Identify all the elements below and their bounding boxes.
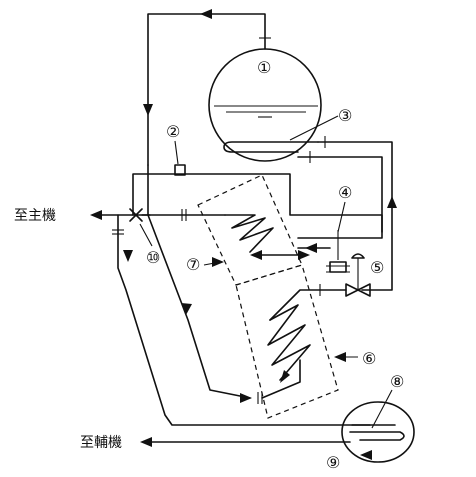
evaporator-outlet	[261, 359, 301, 399]
drum-to-control-pipe	[297, 156, 383, 239]
drum-coil	[223, 141, 319, 153]
marker-5: ⑤	[370, 258, 384, 277]
leader-8	[371, 389, 393, 429]
marker-2: ②	[166, 122, 180, 141]
marker-7: ⑦	[186, 255, 200, 274]
to-main-engine-label: 至主機	[14, 208, 56, 224]
control-valve	[351, 253, 365, 259]
leader-2	[174, 140, 179, 165]
evaporator-coil	[267, 304, 311, 381]
flow-arrow	[250, 250, 262, 260]
strainer	[329, 261, 347, 273]
flow-arrow	[240, 393, 252, 403]
flow-arrow	[90, 210, 102, 220]
flow-arrow	[123, 250, 133, 262]
heater	[341, 401, 415, 463]
coil-return-pipe	[317, 141, 393, 291]
marker-9: ⑨	[326, 453, 340, 472]
flow-arrow	[143, 104, 153, 116]
leader-3	[289, 115, 339, 141]
flow-arrow	[280, 370, 290, 383]
flow-arrow	[360, 450, 372, 460]
flow-arrow	[200, 9, 212, 19]
leader-10	[139, 223, 153, 247]
marker-4: ④	[338, 183, 352, 202]
marker-10: ⑩	[146, 248, 160, 267]
leader-4	[337, 201, 346, 233]
marker-6: ⑥	[362, 349, 376, 368]
sensor-box	[174, 164, 186, 176]
to-aux-engine-label: 至輔機	[80, 435, 122, 451]
flow-arrow	[305, 243, 317, 253]
superheater-coil-upper	[224, 214, 274, 253]
evaporator-enclosure	[235, 264, 339, 419]
marker-8: ⑧	[390, 372, 404, 391]
superheater-enclosure	[197, 174, 303, 286]
flow-arrow	[298, 250, 310, 260]
marker-3: ③	[338, 106, 352, 125]
junction-cross	[129, 208, 143, 222]
flow-arrow	[181, 303, 192, 315]
heater-coil	[349, 431, 405, 441]
flow-arrow	[387, 196, 397, 208]
flow-arrow	[212, 257, 224, 267]
marker-1: ①	[257, 58, 271, 77]
drain-pipe	[117, 214, 371, 426]
evaporator-inlet	[269, 289, 347, 321]
flow-arrow	[334, 352, 346, 362]
feed-branch-left	[147, 164, 251, 399]
flow-arrow	[140, 437, 152, 447]
header-pipe	[132, 173, 383, 233]
